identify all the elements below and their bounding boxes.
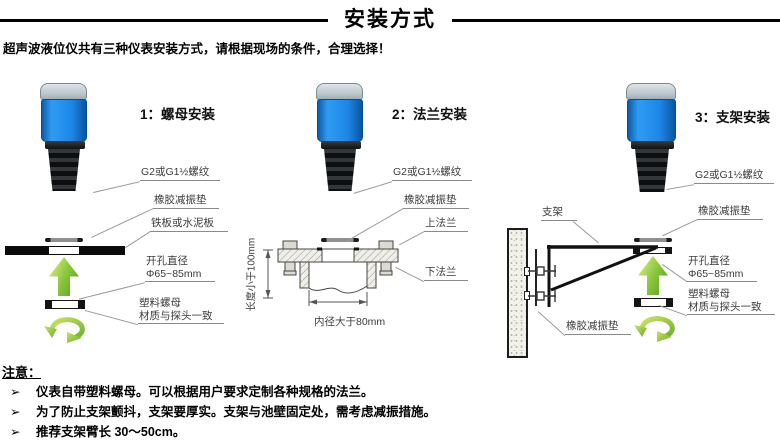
flange-drawing [277, 240, 399, 306]
label-plastic-nut: 塑料螺母 材质与探头一致 [138, 297, 224, 325]
label-length-limit: 长度小于100mm [246, 237, 258, 312]
label-hole-diameter: 开孔直径 Φ65~85mm [687, 255, 757, 283]
rotate-arrow-icon [44, 317, 85, 343]
down-arrow-icon [49, 196, 79, 234]
plate-hole [49, 246, 79, 255]
leader-line [666, 184, 695, 191]
rubber-pad [45, 238, 83, 242]
panel-title: 1：螺母安装 [140, 107, 216, 122]
intro-text: 超声波液位仪共有三种仪表安装方式，请根据现场的条件，合理选择！ [3, 42, 391, 56]
sensor-body [627, 99, 676, 142]
label-thread: G2或G1½螺纹 [392, 166, 472, 181]
down-arrow-icon [325, 196, 355, 234]
sensor-cap [40, 83, 87, 100]
sensor-thread-neck [48, 149, 80, 191]
rubber-pad [321, 238, 359, 242]
leader-line [398, 231, 425, 246]
panel-title: 3：支架安装 [695, 110, 771, 125]
sensor-cap [626, 83, 676, 100]
down-arrow-icon [638, 196, 668, 234]
arrow-bullet-icon: ➢ [10, 385, 21, 399]
rubber-pad [634, 238, 672, 242]
label-rubber-pad: 橡胶减振垫 [403, 194, 469, 209]
arrow-bullet-icon: ➢ [10, 405, 21, 419]
label-rubber-pad: 橡胶减振垫 [153, 194, 219, 209]
page-title: 安装方式 [328, 3, 452, 33]
label-thread: G2或G1½螺纹 [140, 166, 220, 181]
label-inner-diameter: 内径大于80mm [314, 316, 386, 328]
label-upper-flange: 上法兰 [424, 217, 468, 232]
bracket-drawing [528, 245, 658, 307]
arrow-bullet-icon: ➢ [10, 425, 21, 439]
plastic-nut [634, 298, 673, 307]
panel-title: 2：法兰安装 [392, 107, 468, 122]
leader-line [662, 219, 698, 237]
leader-line [84, 309, 139, 326]
sensor-thread-neck [635, 149, 669, 192]
note-item: ➢为了防止支架颤抖，支架要厚实。支架与池壁固定处，需考虑减振措施。 [10, 405, 437, 419]
leader-line [93, 181, 141, 193]
sensor-collar [631, 141, 674, 149]
label-hole-diameter: 开孔直径 Φ65~85mm [145, 255, 215, 283]
sensor-body [317, 99, 363, 142]
sensor-collar [321, 141, 361, 149]
label-thread: G2或G1½螺纹 [694, 169, 774, 184]
leader-line [78, 282, 146, 300]
sensor-collar [45, 141, 85, 149]
label-bracket: 支架 [541, 206, 577, 221]
label-rubber-pad: 橡胶减振垫 [697, 205, 763, 220]
leader-line [345, 208, 404, 243]
sensor-thread-neck [324, 149, 356, 191]
leader-line [353, 181, 393, 194]
vertical-dimension [263, 249, 273, 299]
leader-line [124, 231, 151, 249]
label-plastic-nut: 塑料螺母 材质与探头一致 [687, 288, 775, 316]
sensor-cap [316, 83, 363, 100]
note-item: ➢推荐支架臂长 30～50cm。 [10, 425, 186, 439]
note-item: ➢仪表自带塑料螺母。可以根据用户要求定制各种规格的法兰。 [10, 385, 374, 399]
up-arrow-icon [49, 257, 79, 296]
label-rubber-pad-bottom: 橡胶减振垫 [565, 320, 631, 335]
label-lower-flange: 下法兰 [424, 266, 468, 281]
plastic-nut [45, 300, 85, 309]
notes-heading: 注意： [2, 365, 42, 380]
rotate-arrow-icon [634, 316, 675, 342]
sensor-body [41, 99, 87, 142]
label-plate: 铁板或水泥板 [150, 217, 228, 232]
